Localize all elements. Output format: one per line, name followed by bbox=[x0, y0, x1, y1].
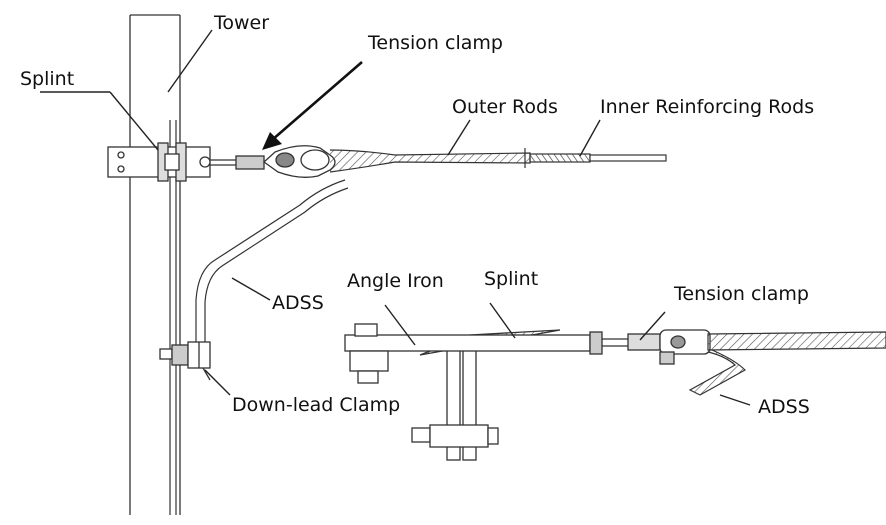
down-lead-clamp bbox=[159, 341, 211, 381]
tension-clamp-arrow bbox=[262, 61, 363, 150]
splint-plate-top bbox=[107, 142, 211, 182]
label-outer-rods: Outer Rods bbox=[452, 96, 558, 118]
label-tension-clamp-detail: Tension clamp bbox=[674, 283, 809, 305]
tension-clamp-detail bbox=[602, 329, 711, 365]
label-inner-reinforcing-rods: Inner Reinforcing Rods bbox=[600, 96, 815, 118]
adss-down-lead bbox=[169, 120, 349, 515]
tower bbox=[129, 14, 181, 515]
label-tension-clamp-top: Tension clamp bbox=[368, 32, 503, 54]
splint-detail bbox=[344, 323, 603, 384]
adss-detail bbox=[688, 331, 886, 396]
label-adss-detail: ADSS bbox=[758, 396, 810, 418]
label-splint-detail: Splint bbox=[484, 268, 539, 290]
inner-reinforcing-rods bbox=[529, 153, 667, 163]
label-angle-iron: Angle Iron bbox=[347, 270, 444, 292]
label-splint-top: Splint bbox=[20, 68, 75, 90]
label-tower: Tower bbox=[214, 12, 270, 34]
leader-lines bbox=[40, 29, 751, 406]
label-adss-top: ADSS bbox=[272, 292, 324, 314]
outer-rods bbox=[329, 148, 531, 173]
tension-clamp-top bbox=[199, 145, 336, 178]
label-down-lead-clamp: Down-lead Clamp bbox=[232, 394, 401, 416]
